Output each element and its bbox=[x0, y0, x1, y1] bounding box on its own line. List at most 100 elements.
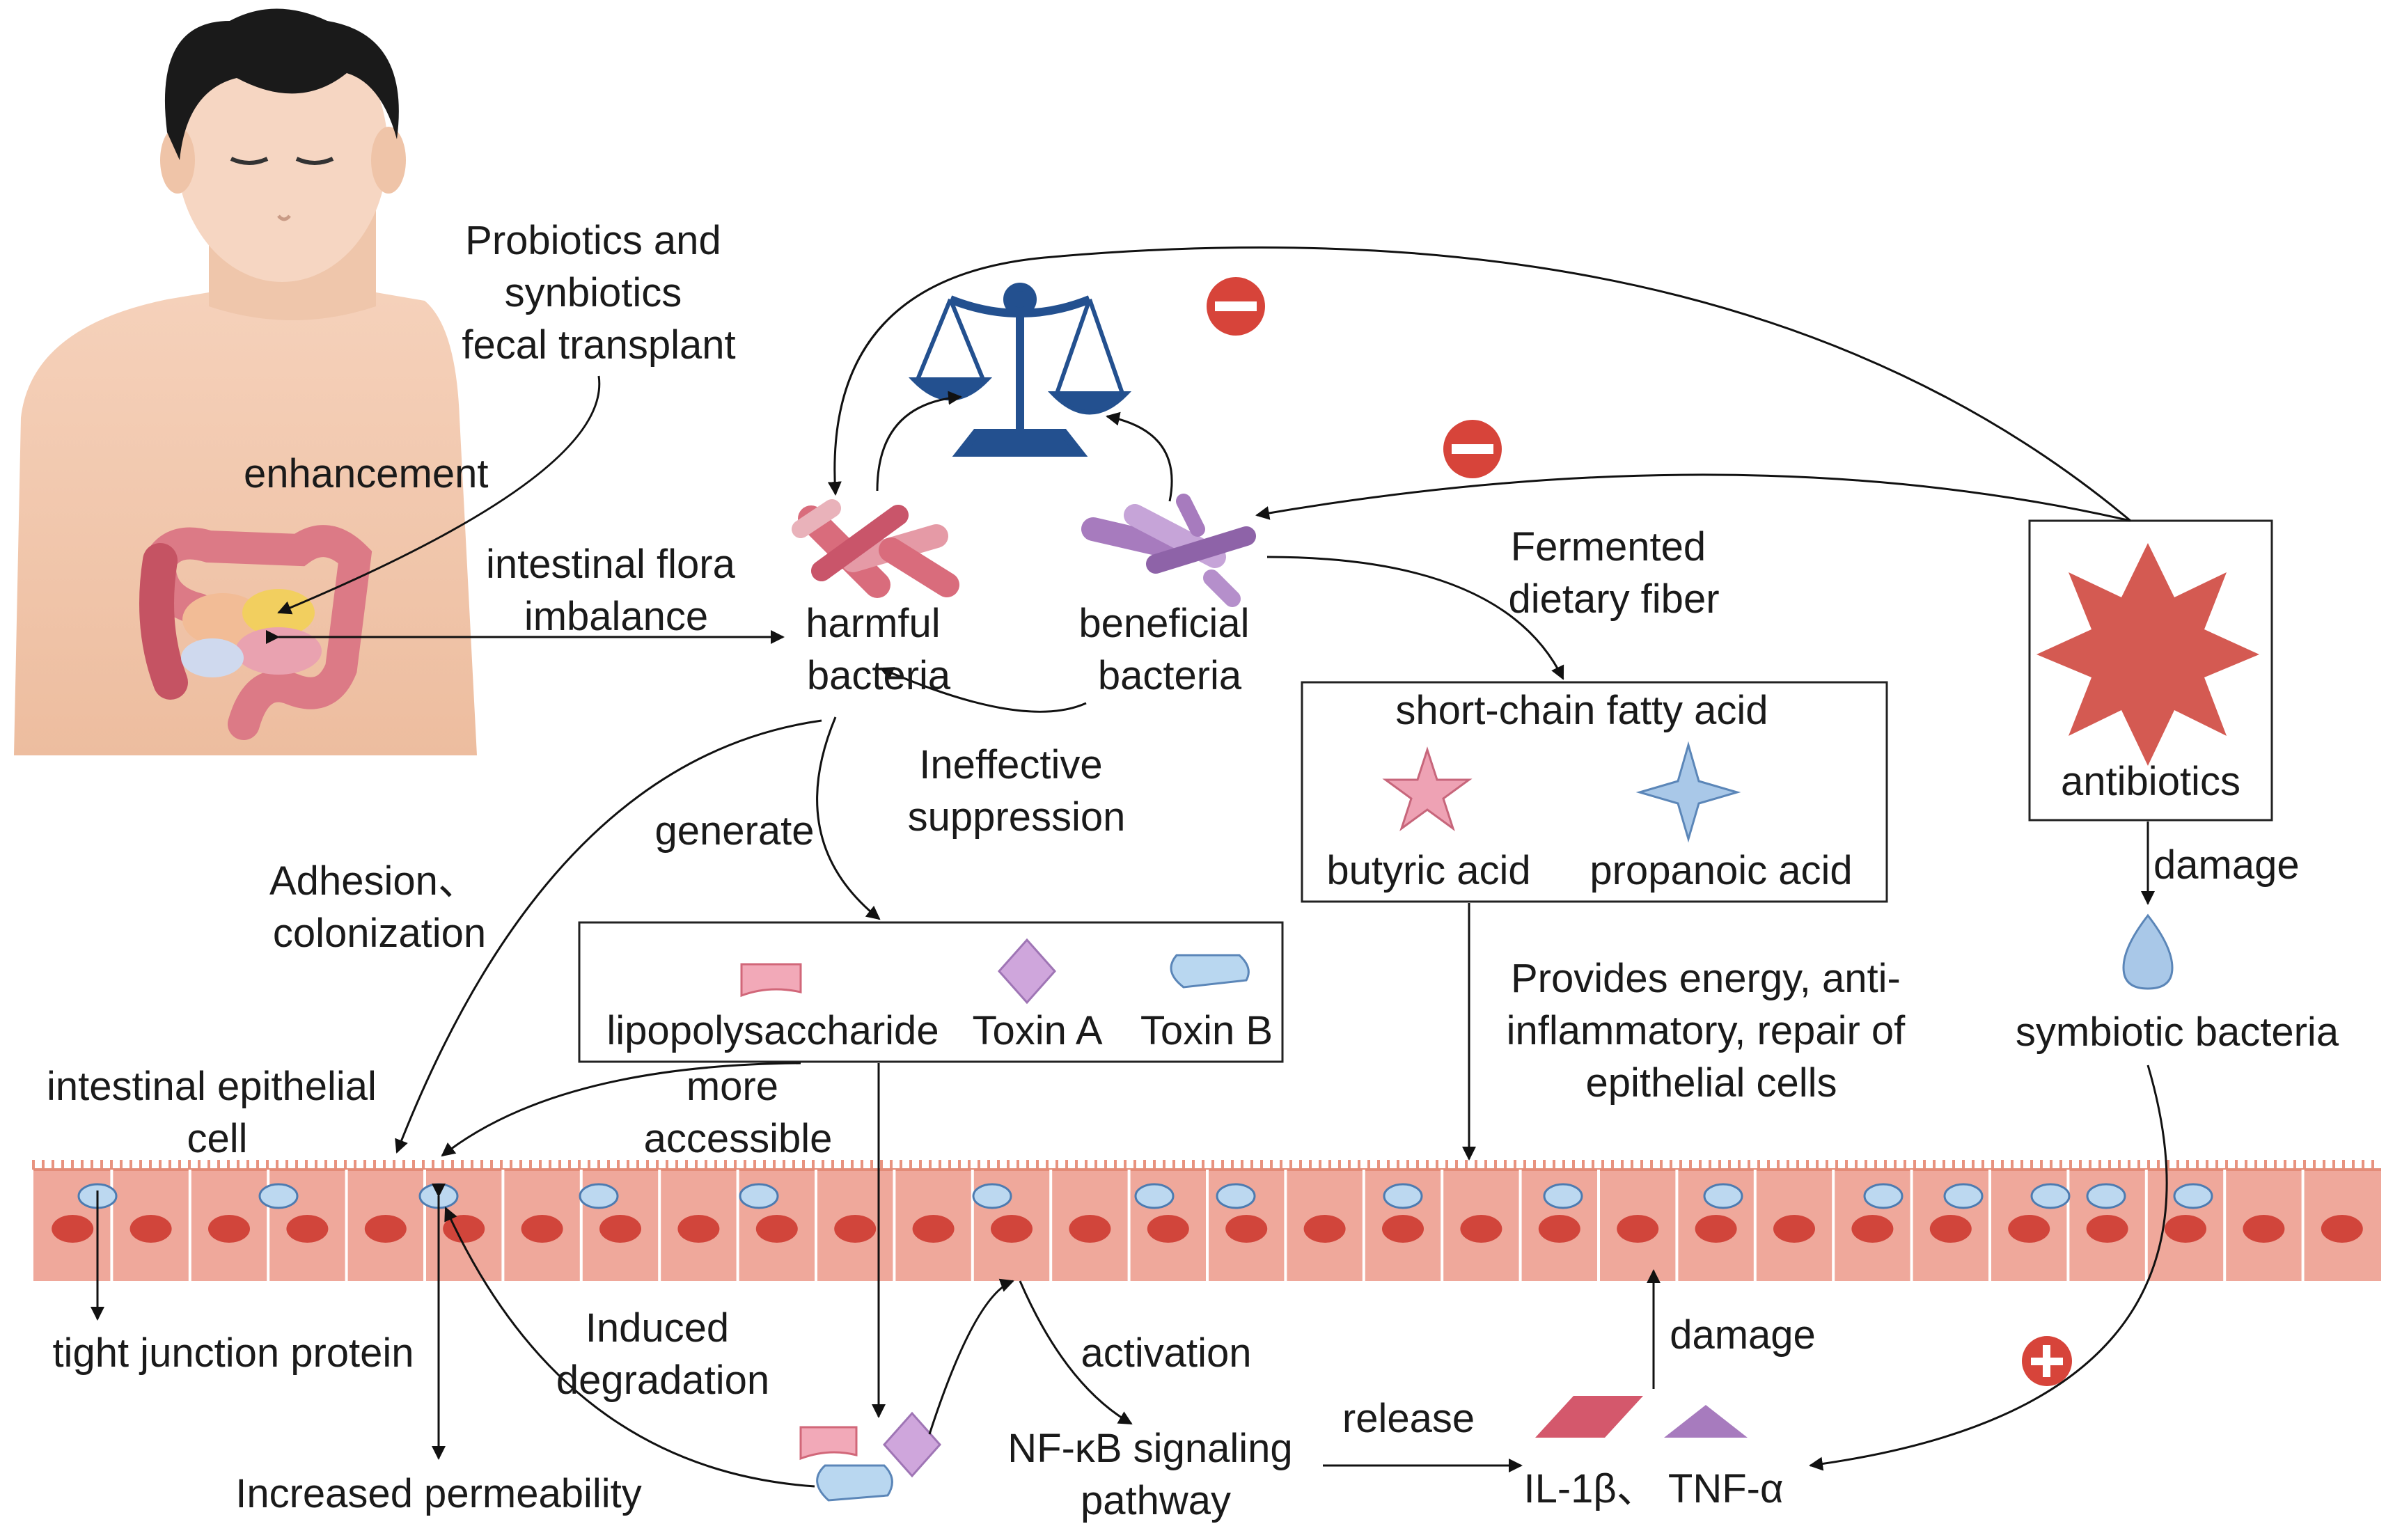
cell-nucleus bbox=[52, 1215, 94, 1243]
induced-degradation-label: Induced degradation bbox=[556, 1305, 769, 1403]
symbiotic-bacteria-droplet-icon bbox=[2122, 913, 2174, 990]
tight-junction-icon bbox=[1383, 1183, 1423, 1209]
arrow-activation bbox=[1019, 1280, 1133, 1425]
ear-right bbox=[371, 127, 406, 194]
beneficial-bacteria-icon bbox=[1081, 494, 1256, 607]
inhibit-sign-2-icon bbox=[1443, 420, 1502, 478]
tight-junction-icon bbox=[2086, 1183, 2126, 1209]
tight-junction-icon bbox=[2030, 1183, 2071, 1209]
cell-nucleus bbox=[1929, 1215, 1972, 1243]
arrow-beneficial-to-scale bbox=[1106, 411, 1173, 502]
il-1b-icon bbox=[1535, 1396, 1643, 1438]
cell-nucleus bbox=[2008, 1215, 2050, 1243]
cell-nucleus bbox=[677, 1215, 720, 1243]
cell-nucleus bbox=[2321, 1215, 2363, 1243]
symbiotic-bacteria-label: symbiotic bacteria bbox=[2016, 1009, 2339, 1055]
cell-nucleus bbox=[364, 1215, 407, 1243]
cell-nucleus bbox=[2243, 1215, 2285, 1243]
damage-bottom-label: damage bbox=[1670, 1312, 1816, 1358]
toxin-a-label: Toxin A bbox=[973, 1008, 1103, 1053]
harmful-bacteria-label: harmful bacteria bbox=[806, 601, 952, 698]
intestinal-epithelium bbox=[32, 1160, 2381, 1281]
propanoic-acid-star-icon bbox=[1635, 741, 1741, 843]
eye-left-icon bbox=[230, 157, 269, 165]
ineffective-suppression-label: Ineffective suppression bbox=[908, 742, 1126, 840]
adhesion-label: Adhesion、 colonization bbox=[269, 858, 489, 956]
nfkb-pathway-label: NF-κB signaling pathway bbox=[1007, 1426, 1304, 1523]
tight-junction-icon bbox=[1134, 1183, 1175, 1209]
tight-junction-icon bbox=[972, 1183, 1012, 1209]
increased-permeability-label: Increased permeability bbox=[235, 1471, 642, 1516]
cell-nucleus bbox=[991, 1215, 1033, 1243]
cell-nucleus bbox=[1773, 1215, 1815, 1243]
cell-nucleus bbox=[2165, 1215, 2206, 1243]
eye-right-icon bbox=[295, 157, 334, 165]
tight-junction-icon bbox=[258, 1183, 299, 1209]
release-label: release bbox=[1342, 1396, 1475, 1441]
probiotics-label: Probiotics and synbiotics fecal transpla… bbox=[462, 218, 735, 368]
cell-nucleus bbox=[443, 1215, 485, 1243]
tight-junction-icon bbox=[1943, 1183, 1984, 1209]
cell-nucleus bbox=[1460, 1215, 1502, 1243]
scfa-title: short-chain fatty acid bbox=[1395, 688, 1768, 733]
lipopolysaccharide-icon bbox=[740, 963, 802, 998]
balance-scale-icon bbox=[908, 283, 1132, 457]
tight-junction-icon bbox=[579, 1183, 619, 1209]
arrows bbox=[91, 246, 2168, 1488]
arrow-probiotics-to-gut bbox=[277, 375, 601, 615]
cell-nucleus bbox=[129, 1215, 172, 1243]
cell-nucleus bbox=[755, 1215, 798, 1243]
cell-nucleus bbox=[2086, 1215, 2128, 1243]
tight-junction-icon bbox=[1863, 1183, 1904, 1209]
arrow-antibiotics-to-harmful bbox=[827, 246, 2131, 522]
cell-nucleus bbox=[286, 1215, 329, 1243]
activation-label: activation bbox=[1081, 1330, 1251, 1376]
arrow-more-accessible bbox=[441, 1062, 801, 1157]
toxin-box bbox=[578, 921, 1284, 1063]
human-figure bbox=[14, 8, 477, 755]
epithelial-cell-label: intestinal epithelial cell bbox=[47, 1064, 388, 1161]
tight-junction-icon bbox=[1543, 1183, 1583, 1209]
tight-junction-label: tight junction protein bbox=[52, 1330, 414, 1376]
cell-nucleus bbox=[1382, 1215, 1424, 1243]
harmful-bacteria-icon bbox=[792, 499, 959, 598]
propanoic-acid-label: propanoic acid bbox=[1590, 848, 1852, 893]
toxin-b-icon bbox=[1170, 954, 1250, 989]
antibiotics-box bbox=[2028, 519, 2273, 822]
mouth bbox=[277, 214, 291, 221]
cell-nucleus bbox=[1538, 1215, 1580, 1243]
arrow-harmful-to-scale bbox=[876, 391, 962, 492]
inhibit-sign-1-icon bbox=[1207, 277, 1265, 336]
cell-nucleus bbox=[1069, 1215, 1111, 1243]
arrow-beneficial-to-scfa bbox=[1266, 556, 1564, 680]
cell-nucleus bbox=[521, 1215, 563, 1243]
arrow-antibiotics-to-beneficial bbox=[1255, 473, 2131, 522]
butyric-acid-label: butyric acid bbox=[1326, 848, 1530, 893]
tight-junction-icon bbox=[1216, 1183, 1256, 1209]
cell-nucleus bbox=[1225, 1215, 1268, 1243]
cell-nucleus bbox=[1303, 1215, 1346, 1243]
torso bbox=[14, 251, 477, 755]
cell-nucleus bbox=[208, 1215, 250, 1243]
tight-junction-icon bbox=[1703, 1183, 1743, 1209]
toxin-b-label: Toxin B bbox=[1140, 1008, 1273, 1053]
energy-label: Provides energy, anti- inflammatory, rep… bbox=[1507, 956, 1917, 1106]
fermented-fiber-label: Fermented dietary fiber bbox=[1508, 524, 1719, 622]
antibiotics-label: antibiotics bbox=[2061, 759, 2240, 804]
generate-label: generate bbox=[655, 808, 815, 854]
arrow-symbiotic-to-cytokines bbox=[1809, 1064, 2168, 1471]
cell-nucleus bbox=[1851, 1215, 1894, 1243]
cell-nucleus bbox=[599, 1215, 641, 1243]
released-toxins-icon bbox=[799, 1411, 942, 1502]
microvilli bbox=[32, 1160, 2374, 1170]
arrow-ineffective-suppression bbox=[879, 667, 1087, 713]
tight-junction-icon bbox=[739, 1183, 779, 1209]
enhancement-label: enhancement bbox=[244, 451, 488, 496]
imbalance-label: intestinal flora imbalance bbox=[486, 542, 746, 639]
cell-nucleus bbox=[1147, 1215, 1189, 1243]
more-accessible-label: more accessible bbox=[644, 1064, 833, 1161]
arrow-induced-degradation bbox=[444, 1207, 815, 1488]
arrow-generate bbox=[816, 716, 881, 920]
